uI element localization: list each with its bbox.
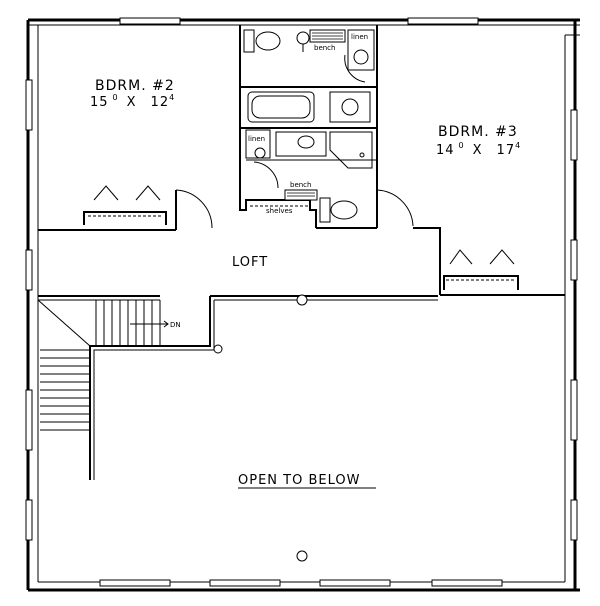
open-to-below: OPEN TO BELOW	[238, 473, 376, 489]
bench-top-label: bench	[314, 44, 335, 52]
linen-mid-label: linen	[248, 135, 265, 143]
bedroom-2-name: BDRM. #2	[95, 78, 175, 94]
bench-mid-label: bench	[290, 181, 311, 189]
bath-core: bench linen linen bench shelves	[239, 25, 414, 229]
bedroom-3-name: BDRM. #3	[438, 124, 518, 140]
loft-label: LOFT	[232, 255, 268, 270]
windows	[25, 17, 578, 587]
stair-direction-label: DN	[170, 321, 181, 329]
loft-railing: LOFT	[38, 255, 438, 562]
open-to-below-label: OPEN TO BELOW	[238, 473, 360, 488]
shelves-label: shelves	[266, 207, 293, 215]
linen-top-label: linen	[351, 33, 368, 41]
stairs: DN	[37, 299, 181, 431]
